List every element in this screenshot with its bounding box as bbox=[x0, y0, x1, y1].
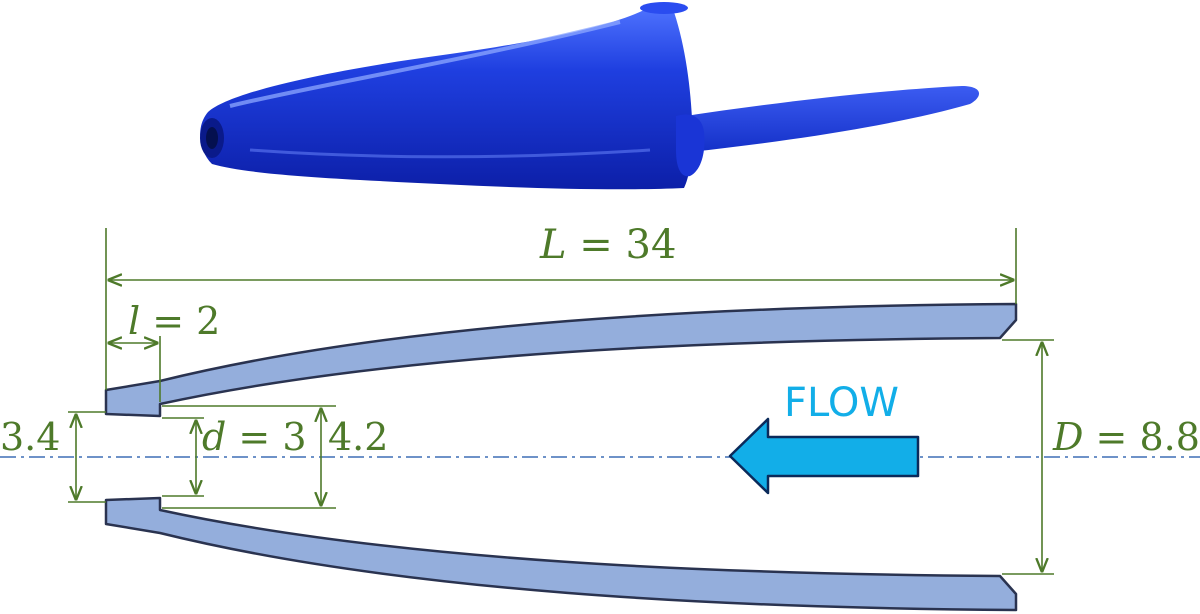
wall-top bbox=[104, 302, 1018, 418]
pen-cap-highlight-2 bbox=[249, 148, 651, 159]
label-outer-tip: 3.4 bbox=[0, 415, 60, 459]
cross-section bbox=[0, 302, 1200, 612]
dimension-lines bbox=[68, 228, 1054, 575]
flow-indicator: FLOW bbox=[728, 380, 920, 495]
label-length: L = 34 bbox=[539, 222, 676, 268]
pen-cap-body bbox=[200, 6, 693, 190]
flow-arrow-icon bbox=[728, 417, 920, 495]
flow-label: FLOW bbox=[784, 380, 899, 426]
label-base: D = 8.8 bbox=[1052, 415, 1200, 459]
label-lip: l = 2 bbox=[128, 299, 220, 343]
label-hole: d = 3 bbox=[202, 415, 307, 459]
label-inner-tip: 4.2 bbox=[328, 415, 388, 459]
pen-cap-clip bbox=[660, 86, 980, 152]
pen-cap-rim bbox=[640, 2, 688, 14]
pen-cap-photo bbox=[200, 2, 980, 190]
pen-cap-highlight bbox=[229, 20, 621, 108]
pen-cap-ring bbox=[676, 114, 705, 177]
wall-bottom bbox=[104, 496, 1018, 612]
pen-cap-tip-hole-inner bbox=[206, 127, 218, 149]
